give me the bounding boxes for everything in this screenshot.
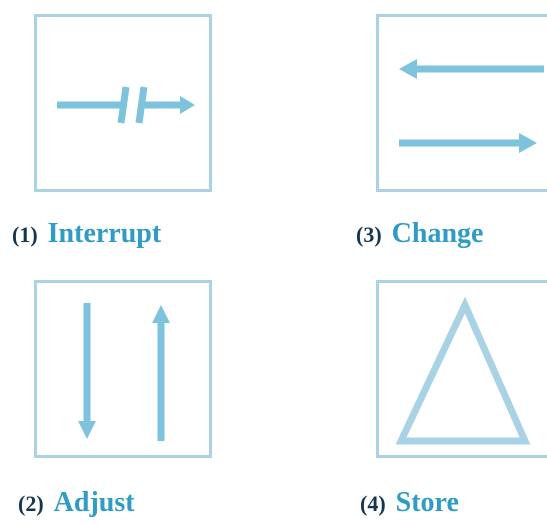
symbol-number: (4) (360, 491, 386, 516)
interrupt-icon (57, 86, 195, 124)
symbol-name: Interrupt (47, 218, 162, 249)
up-down-arrows-icon (78, 303, 170, 441)
symbol-label-interrupt: (1) Interrupt (12, 218, 161, 250)
triangle-icon (395, 296, 531, 445)
symbol-number: (3) (356, 222, 382, 247)
symbol-box-change (376, 14, 547, 192)
symbol-box-store (376, 280, 547, 458)
symbol-box-interrupt (34, 14, 212, 192)
symbol-name: Store (395, 487, 459, 518)
symbol-label-store: (4) Store (360, 487, 459, 519)
symbol-name: Adjust (53, 487, 135, 518)
symbol-number: (1) (12, 222, 38, 247)
symbol-label-change: (3) Change (356, 218, 483, 250)
symbol-number: (2) (18, 491, 44, 516)
symbol-box-adjust (34, 280, 212, 458)
symbol-name: Change (391, 218, 484, 249)
symbol-label-adjust: (2) Adjust (18, 487, 135, 519)
opposite-arrows-icon (399, 59, 544, 153)
